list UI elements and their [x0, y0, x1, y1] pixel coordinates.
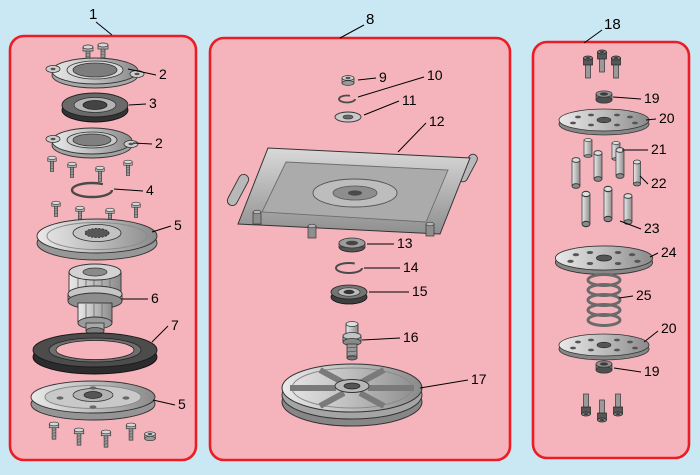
- callout-20b: 20: [643, 320, 677, 343]
- callout-label-13: 13: [397, 235, 413, 251]
- callout-label-20a: 20: [659, 110, 675, 126]
- callout-label-12: 12: [429, 113, 445, 129]
- callout-label-8: 8: [366, 11, 374, 28]
- callout-20a: 20: [645, 110, 675, 126]
- callout-19b: 19: [613, 363, 660, 379]
- part-2-housing-top: [45, 57, 145, 89]
- callout-label-10: 10: [427, 67, 443, 83]
- callout-label-15: 15: [412, 283, 428, 299]
- part-2-housing-lower: [45, 127, 139, 159]
- part-19-spacer-top: [595, 90, 613, 104]
- callout-12: 12: [397, 113, 445, 153]
- callout-label-14: 14: [403, 259, 419, 275]
- callout-16: 16: [361, 329, 419, 345]
- callout-23: 23: [619, 220, 660, 236]
- callout-2a: 2: [127, 66, 167, 82]
- part-16-shoulder-bolt: [342, 321, 362, 361]
- callout-11: 11: [363, 92, 417, 116]
- callout-label-4: 4: [146, 182, 154, 198]
- callout-9: 9: [357, 69, 387, 85]
- callout-3: 3: [128, 95, 157, 111]
- callout-25: 25: [618, 287, 652, 303]
- callout-10: 10: [357, 67, 443, 98]
- callout-label-5b: 5: [178, 396, 186, 412]
- callout-panel-8: 8: [339, 11, 374, 39]
- part-7-friction-ring: [32, 332, 158, 375]
- part-20-plate-top: [558, 108, 650, 136]
- part-4-snap-ring: [70, 181, 114, 199]
- part-14-snap-ring: [335, 262, 363, 274]
- callout-label-17: 17: [471, 371, 487, 387]
- callout-label-19a: 19: [644, 90, 660, 106]
- callout-label-3: 3: [149, 95, 157, 111]
- callout-panel-1: 1: [89, 6, 113, 36]
- part-6-spindle-shaft: [67, 263, 123, 335]
- callout-5a: 5: [151, 217, 182, 233]
- part-25-spring: [586, 273, 622, 327]
- part-3-bearing: [61, 92, 129, 123]
- callout-15: 15: [369, 283, 428, 299]
- callout-label-20b: 20: [661, 320, 677, 336]
- callout-label-11: 11: [402, 92, 417, 108]
- part-19-spacer-bottom: [595, 360, 613, 374]
- callout-22: 22: [639, 175, 667, 191]
- part-11-flat-washer: [334, 111, 362, 123]
- part-17-impeller-pulley: [281, 363, 423, 427]
- callout-21: 21: [622, 141, 667, 157]
- callout-24: 24: [649, 244, 677, 260]
- callout-label-25: 25: [636, 287, 652, 303]
- callout-label-19b: 19: [644, 363, 660, 379]
- part-10-lock-washer: [338, 94, 356, 104]
- part-13-bearing-cup: [338, 237, 366, 253]
- part-12-deck-plate: [226, 147, 478, 239]
- callout-14: 14: [364, 259, 419, 275]
- callout-19a: 19: [612, 90, 660, 106]
- part-20-plate-bottom: [558, 333, 650, 361]
- callout-label-23: 23: [644, 220, 660, 236]
- callout-label-9: 9: [379, 69, 387, 85]
- callout-17: 17: [419, 371, 487, 389]
- callout-label-5a: 5: [174, 217, 182, 233]
- part-5-pulley-lower: [30, 380, 156, 421]
- callout-label-1: 1: [89, 6, 97, 23]
- part-5-pulley-upper: [36, 218, 158, 261]
- callout-7: 7: [151, 317, 179, 343]
- callout-label-2b: 2: [155, 135, 163, 151]
- part-24-plate-middle: [554, 245, 654, 276]
- callout-label-7: 7: [171, 317, 179, 333]
- callout-label-16: 16: [403, 329, 419, 345]
- callout-label-18: 18: [604, 16, 621, 33]
- part-9-hex-nut: [341, 75, 355, 86]
- callout-panel-18: 18: [583, 16, 621, 44]
- callout-label-2a: 2: [159, 66, 167, 82]
- callout-label-21: 21: [651, 141, 667, 157]
- callout-label-6: 6: [151, 290, 159, 306]
- callout-label-24: 24: [661, 244, 677, 260]
- callout-6: 6: [122, 290, 159, 306]
- callout-5b: 5: [152, 396, 186, 412]
- callout-2b: 2: [132, 135, 163, 151]
- callout-label-22: 22: [651, 175, 667, 191]
- callout-13: 13: [367, 235, 413, 251]
- callout-4: 4: [113, 182, 154, 198]
- part-15-ball-bearing: [330, 284, 368, 305]
